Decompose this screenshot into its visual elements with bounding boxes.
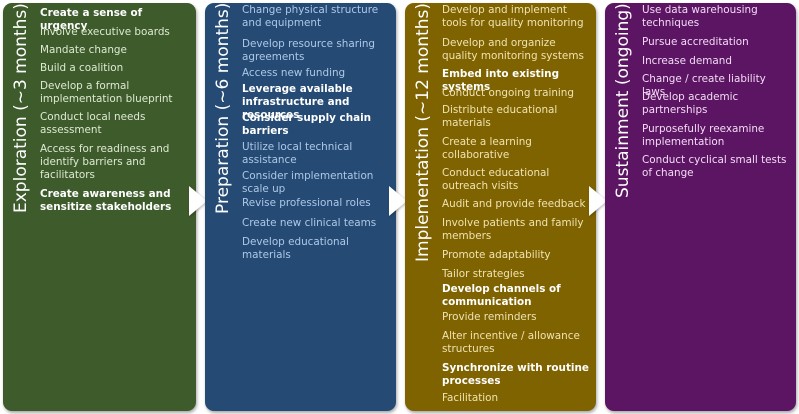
sustainment-item: Change / create liability laws	[642, 73, 766, 98]
implementation-item: Conduct ongoing training	[442, 87, 574, 99]
exploration-items: Create a sense of urgency Involve execut…	[40, 3, 192, 411]
exploration-item: Develop a formal implementation blueprin…	[40, 80, 173, 105]
exploration-item: Create a sense of urgency	[40, 7, 143, 32]
implementation-item: Synchronize with routine processes	[442, 362, 589, 387]
sustainment-item: Conduct cyclical small tests of change	[642, 154, 787, 179]
sustainment-item: Develop academic partnerships	[642, 91, 739, 116]
exploration-panel: Exploration (~3 months) Create a sense o…	[3, 3, 196, 411]
implementation-item: Alter incentive / allowance structures	[442, 330, 580, 355]
sustainment-item: Increase demand	[642, 55, 732, 67]
implementation-panel: Implementation (~12 months) Develop and …	[405, 3, 596, 411]
exploration-item: Mandate change	[40, 44, 127, 56]
exploration-title: Exploration (~3 months)	[11, 3, 31, 213]
preparation-item: Change physical structure and equipment	[242, 4, 379, 29]
arrow-right-icon	[589, 186, 607, 216]
sustainment-items: Use data warehousing techniques Pursue a…	[642, 3, 792, 411]
sustainment-item: Pursue accreditation	[642, 36, 749, 48]
preparation-panel: Preparation (~6 months) Change physical …	[205, 3, 396, 411]
exploration-item: Create awareness and sensitize stakehold…	[40, 188, 172, 213]
implementation-item: Promote adaptability	[442, 249, 551, 261]
implementation-item: Audit and provide feedback	[442, 198, 586, 210]
preparation-title: Preparation (~6 months)	[213, 3, 233, 215]
implementation-item: Conduct educational outreach visits	[442, 167, 550, 192]
implementation-item: Facilitation	[442, 392, 499, 404]
preparation-item: Create new clinical teams	[242, 217, 377, 229]
sustainment-item: Use data warehousing techniques	[642, 4, 758, 29]
implementation-item: Distribute educational materials	[442, 104, 558, 129]
implementation-item: Create a learning collaborative	[442, 136, 532, 161]
implementation-item: Develop channels of communication	[442, 283, 561, 308]
preparation-item: Develop educational materials	[242, 236, 349, 261]
sustainment-panel: Sustainment (ongoing) Use data warehousi…	[605, 3, 796, 411]
exploration-item: Conduct local needs assessment	[40, 111, 146, 136]
preparation-items: Change physical structure and equipment …	[242, 3, 392, 411]
preparation-item: Consider supply chain barriers	[242, 112, 372, 137]
preparation-item: Develop resource sharing agreements	[242, 38, 376, 63]
exploration-item: Access for readiness and identify barrie…	[40, 143, 170, 181]
exploration-item: Build a coalition	[40, 62, 124, 74]
preparation-item: Revise professional roles	[242, 197, 371, 209]
preparation-item: Consider implementation scale up	[242, 170, 374, 195]
preparation-item: Utilize local technical assistance	[242, 141, 353, 166]
implementation-item: Develop and organize quality monitoring …	[442, 37, 584, 62]
arrow-right-icon	[389, 186, 407, 216]
implementation-item: Tailor strategies	[442, 268, 525, 280]
implementation-item: Embed into existing systems	[442, 68, 560, 93]
sustainment-item: Purposefully reexamine implementation	[642, 123, 765, 148]
preparation-item: Access new funding	[242, 67, 346, 79]
exploration-item: Involve executive boards	[40, 26, 170, 38]
implementation-item: Provide reminders	[442, 311, 537, 323]
preparation-item: Leverage available infrastructure and re…	[242, 83, 353, 121]
sustainment-title: Sustainment (ongoing)	[613, 3, 633, 198]
arrow-right-icon	[189, 186, 207, 216]
implementation-item: Involve patients and family members	[442, 217, 584, 242]
implementation-items: Develop and implement tools for quality …	[442, 3, 592, 411]
implementation-title: Implementation (~12 months)	[413, 3, 433, 262]
implementation-item: Develop and implement tools for quality …	[442, 4, 584, 29]
